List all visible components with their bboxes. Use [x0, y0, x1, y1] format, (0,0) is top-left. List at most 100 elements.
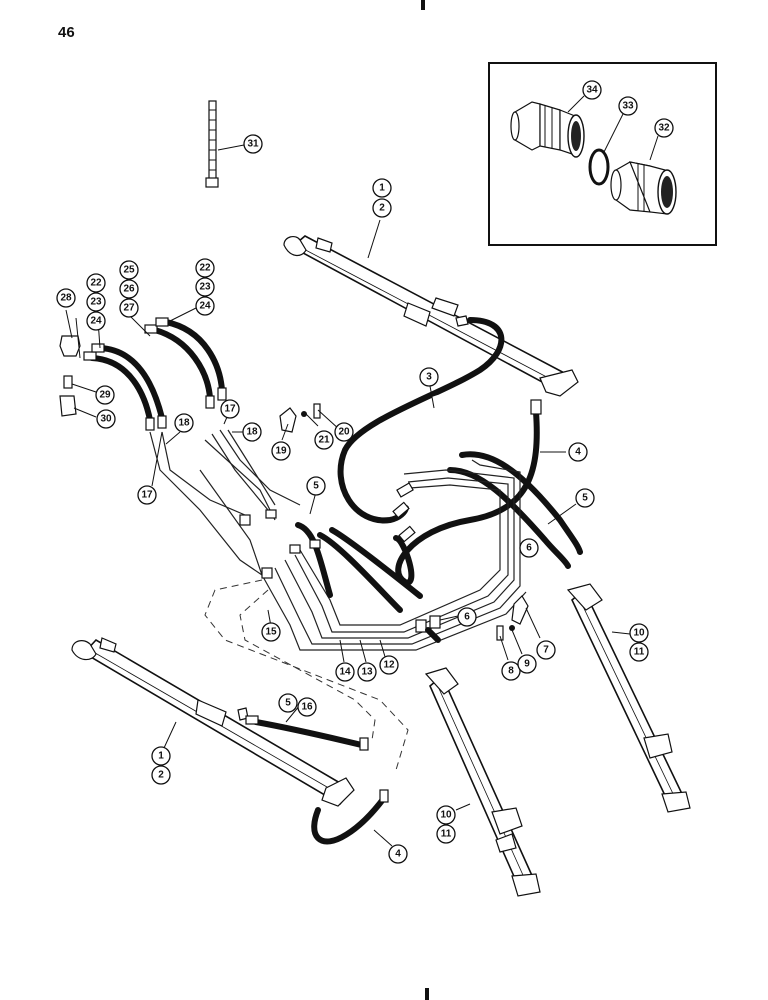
callout-11-right: 11: [629, 642, 649, 662]
svg-text:5: 5: [285, 698, 291, 709]
nut-9: [509, 625, 515, 631]
hose-4-upper: [393, 409, 540, 586]
svg-text:10: 10: [440, 810, 452, 821]
svg-text:21: 21: [318, 435, 330, 446]
bolt-8: [496, 625, 504, 641]
callout-18-left: 18: [174, 413, 194, 433]
callout-6-lower: 6: [457, 607, 477, 627]
svg-text:23: 23: [90, 297, 102, 308]
clamp-19: [279, 407, 297, 433]
callout-21: 21: [314, 430, 334, 450]
clamp-7: [511, 595, 529, 625]
svg-text:11: 11: [441, 829, 452, 840]
svg-text:15: 15: [265, 627, 277, 638]
tube-fittings: [239, 482, 441, 633]
svg-text:1: 1: [158, 751, 164, 762]
callout-4-upper: 4: [568, 442, 588, 462]
callout-14: 14: [335, 662, 355, 682]
svg-text:22: 22: [90, 278, 102, 289]
dashed-routing-1: [204, 579, 409, 771]
callout-5-lower: 5: [278, 693, 298, 713]
hose-4-lower: [311, 795, 387, 845]
callout-22-left: 22: [86, 273, 106, 293]
callout-8: 8: [501, 661, 521, 681]
callout-34: 34: [582, 80, 602, 100]
svg-text:27: 27: [123, 303, 135, 314]
svg-text:5: 5: [582, 493, 588, 504]
hydraulic-cylinder-middle: [424, 667, 541, 897]
tube-17-18: [211, 433, 269, 511]
svg-text:4: 4: [395, 849, 401, 860]
svg-text:19: 19: [275, 446, 287, 457]
svg-text:7: 7: [543, 645, 549, 656]
callout-30: 30: [96, 409, 116, 429]
callout-11-middle: 11: [436, 824, 456, 844]
callout-1-upper: 1: [372, 178, 392, 198]
svg-text:3: 3: [426, 372, 432, 383]
svg-text:1: 1: [379, 183, 385, 194]
svg-text:17: 17: [141, 490, 153, 501]
svg-text:23: 23: [199, 282, 211, 293]
callout-20: 20: [334, 422, 354, 442]
callout-22-right: 22: [195, 258, 215, 278]
svg-text:22: 22: [199, 263, 211, 274]
svg-text:20: 20: [338, 427, 350, 438]
nut-21: [301, 411, 307, 417]
callout-24-left: 24: [86, 311, 106, 331]
svg-text:34: 34: [586, 85, 598, 96]
hose-5-16: [253, 719, 365, 748]
top-registration-mark: [421, 0, 425, 10]
callout-2-upper: 2: [372, 198, 392, 218]
callout-29: 29: [95, 385, 115, 405]
svg-text:17: 17: [224, 404, 236, 415]
callout-6-right: 6: [519, 538, 539, 558]
svg-text:26: 26: [123, 284, 135, 295]
callout-23-right: 23: [195, 277, 215, 297]
hose-3: [337, 317, 505, 524]
callout-5-center: 5: [306, 476, 326, 496]
dashed-routing-2: [239, 589, 376, 741]
callout-10-right: 10: [629, 623, 649, 643]
callout-27: 27: [119, 298, 139, 318]
callout-16: 16: [297, 697, 317, 717]
callout-24-right: 24: [195, 296, 215, 316]
cable-tie-31: [205, 100, 219, 188]
svg-text:16: 16: [301, 702, 313, 713]
callout-7: 7: [536, 640, 556, 660]
callout-17-lower: 17: [137, 485, 157, 505]
tube-bundle: [149, 429, 527, 651]
bolt-20: [313, 403, 321, 419]
fitting-29: [63, 375, 73, 389]
svg-text:25: 25: [123, 265, 135, 276]
fitting-32: [610, 161, 677, 215]
hose-6-right: [447, 467, 571, 569]
svg-text:24: 24: [199, 301, 211, 312]
callout-19: 19: [271, 441, 291, 461]
svg-text:6: 6: [464, 612, 470, 623]
svg-text:8: 8: [508, 666, 514, 677]
callout-26: 26: [119, 279, 139, 299]
svg-text:28: 28: [60, 293, 72, 304]
hydraulic-cylinder-lower: [71, 637, 355, 807]
svg-text:24: 24: [90, 316, 102, 327]
svg-text:12: 12: [383, 660, 395, 671]
adapter-fitting-34: [510, 101, 585, 158]
svg-text:2: 2: [379, 203, 385, 214]
callout-13: 13: [357, 662, 377, 682]
callout-12: 12: [379, 655, 399, 675]
svg-text:13: 13: [361, 667, 373, 678]
callout-9: 9: [517, 654, 537, 674]
callout-2-lower: 2: [151, 765, 171, 785]
callout-10-middle: 10: [436, 805, 456, 825]
callout-33: 33: [618, 96, 638, 116]
o-ring-33: [588, 148, 610, 186]
fitting-30: [59, 395, 77, 417]
svg-text:9: 9: [524, 659, 530, 670]
fitting-28: [59, 335, 81, 357]
svg-text:4: 4: [575, 447, 581, 458]
callout-4-lower: 4: [388, 844, 408, 864]
callout-23-left: 23: [86, 292, 106, 312]
svg-text:18: 18: [178, 418, 190, 429]
callout-18-right: 18: [242, 422, 262, 442]
